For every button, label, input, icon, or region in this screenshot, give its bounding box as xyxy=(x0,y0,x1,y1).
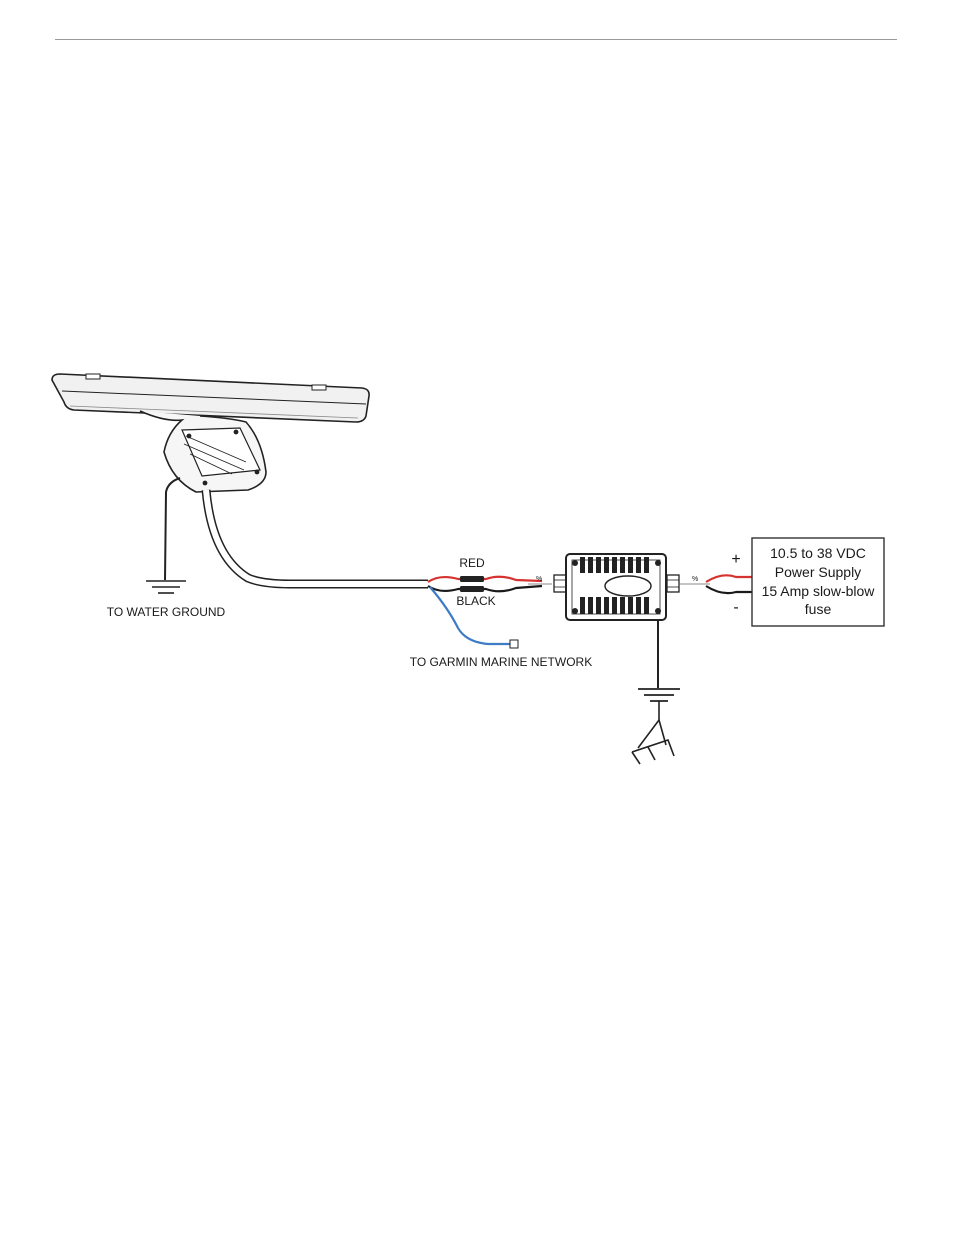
water-ground-symbol xyxy=(146,581,186,593)
network-label: TO GARMIN MARINE NETWORK xyxy=(410,655,592,669)
power-supply-line-1: 10.5 to 38 VDC xyxy=(770,545,866,561)
main-cable xyxy=(206,490,428,584)
plus-sign: + xyxy=(731,551,740,568)
upper-heat-fins xyxy=(580,557,649,573)
lower-heat-fins xyxy=(580,597,649,614)
surge-suppressor xyxy=(566,554,666,620)
black-wire xyxy=(428,586,542,592)
red-label: RED xyxy=(459,556,485,570)
network-connector xyxy=(510,640,518,648)
power-supply-line-2: Power Supply xyxy=(775,564,861,580)
suppressor-ground-symbol xyxy=(632,689,680,764)
water-ground-wire xyxy=(165,478,180,580)
red-wire xyxy=(428,576,542,582)
black-label: BLACK xyxy=(456,594,495,608)
right-cable-gland xyxy=(667,575,679,592)
svg-text:%: % xyxy=(536,576,542,583)
negative-wire xyxy=(706,586,752,593)
minus-sign: - xyxy=(733,599,738,616)
svg-text:%: % xyxy=(692,576,698,583)
left-cable-gland xyxy=(554,575,566,592)
water-ground-label: TO WATER GROUND xyxy=(107,605,226,619)
radar-pedestal xyxy=(140,411,266,492)
power-supply-line-4: fuse xyxy=(805,601,832,617)
radar-antenna xyxy=(52,374,369,422)
positive-wire xyxy=(706,575,752,582)
power-supply-line-3: 15 Amp slow-blow xyxy=(762,583,876,599)
